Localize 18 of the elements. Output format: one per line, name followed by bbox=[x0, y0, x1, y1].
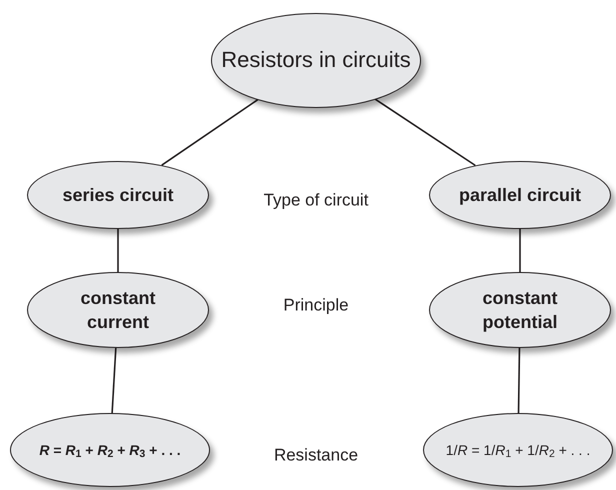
connector-line bbox=[117, 229, 119, 272]
node-text: 1/R = 1/R$_{1}$ + 1/R$_{2}$ + . . . bbox=[446, 440, 590, 460]
node-text: constant potential bbox=[481, 287, 558, 334]
connector-line bbox=[519, 229, 521, 272]
node-text: R = R$_{1}$ + R$_{2}$ + R$_{3}$ + . . . bbox=[39, 440, 181, 460]
node-text: Resistors in circuits bbox=[221, 46, 411, 74]
concept-ellipse bbox=[27, 161, 209, 229]
node-text: series circuit bbox=[62, 184, 174, 206]
node-text: constant current bbox=[79, 287, 156, 334]
concept-ellipse bbox=[429, 161, 611, 229]
connector-line bbox=[161, 98, 258, 166]
connector-line bbox=[374, 98, 476, 166]
row-label: Principle bbox=[283, 294, 349, 316]
connector-line bbox=[518, 348, 520, 414]
node-text: parallel circuit bbox=[458, 184, 582, 207]
row-label: Type of circuit bbox=[264, 189, 368, 212]
row-label: Resistance bbox=[274, 444, 358, 466]
connector-line bbox=[111, 348, 117, 414]
